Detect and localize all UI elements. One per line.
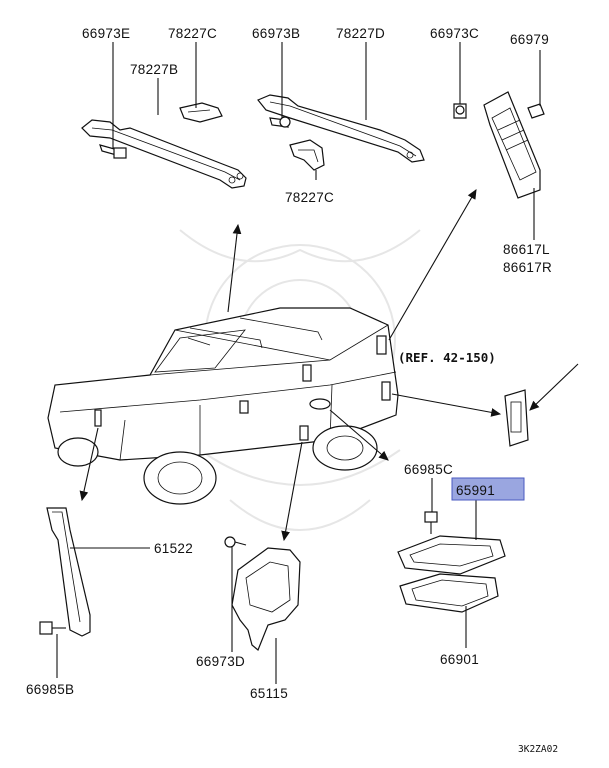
label-65115: 65115 xyxy=(250,686,288,701)
label-78227b: 78227B xyxy=(130,62,178,77)
screw-66973d xyxy=(224,536,247,548)
clip-78227c-mid xyxy=(289,139,325,171)
clip-78227c-top xyxy=(179,102,223,123)
label-66979: 66979 xyxy=(510,32,549,47)
label-66973d: 66973D xyxy=(196,654,245,669)
bolt-66973e xyxy=(99,144,127,159)
label-61522: 61522 xyxy=(154,541,193,556)
label-ref-42-150: (REF. 42-150) xyxy=(398,350,496,365)
ref-bracket xyxy=(504,389,529,447)
screw-66985c xyxy=(424,511,438,534)
label-66985c: 66985C xyxy=(404,462,453,477)
gasket-66901 xyxy=(399,573,499,613)
side-vent-panel xyxy=(483,91,541,199)
label-65991: 65991 xyxy=(456,483,495,498)
part-labels: 66973E 78227C 78227B 66973B 78227D 66973… xyxy=(26,26,558,755)
diagram-code: 3K2ZA02 xyxy=(518,744,558,755)
bracket-61522 xyxy=(46,507,91,637)
label-78227d: 78227D xyxy=(336,26,385,41)
vehicle-body xyxy=(47,307,399,505)
bolt-66973b xyxy=(269,116,291,128)
leader-lines xyxy=(56,42,579,684)
label-78227c-mid: 78227C xyxy=(285,190,334,205)
label-66985b: 66985B xyxy=(26,682,74,697)
label-66901: 66901 xyxy=(440,652,479,667)
label-78227c-top: 78227C xyxy=(168,26,217,41)
clip-66979 xyxy=(527,103,545,119)
bolt-66985b xyxy=(39,621,66,635)
label-86617l: 86617L xyxy=(503,242,550,257)
roof-rail-left xyxy=(81,119,247,189)
label-66973b: 66973B xyxy=(252,26,300,41)
label-86617r: 86617R xyxy=(503,260,552,275)
highlight-65991 xyxy=(451,477,525,501)
floor-cover-65115 xyxy=(231,547,301,651)
screw-66973c-top xyxy=(453,103,467,119)
label-66973c-top: 66973C xyxy=(430,26,479,41)
label-66973e: 66973E xyxy=(82,26,130,41)
roof-rail-right xyxy=(257,94,425,163)
gasket-65991 xyxy=(397,535,506,575)
